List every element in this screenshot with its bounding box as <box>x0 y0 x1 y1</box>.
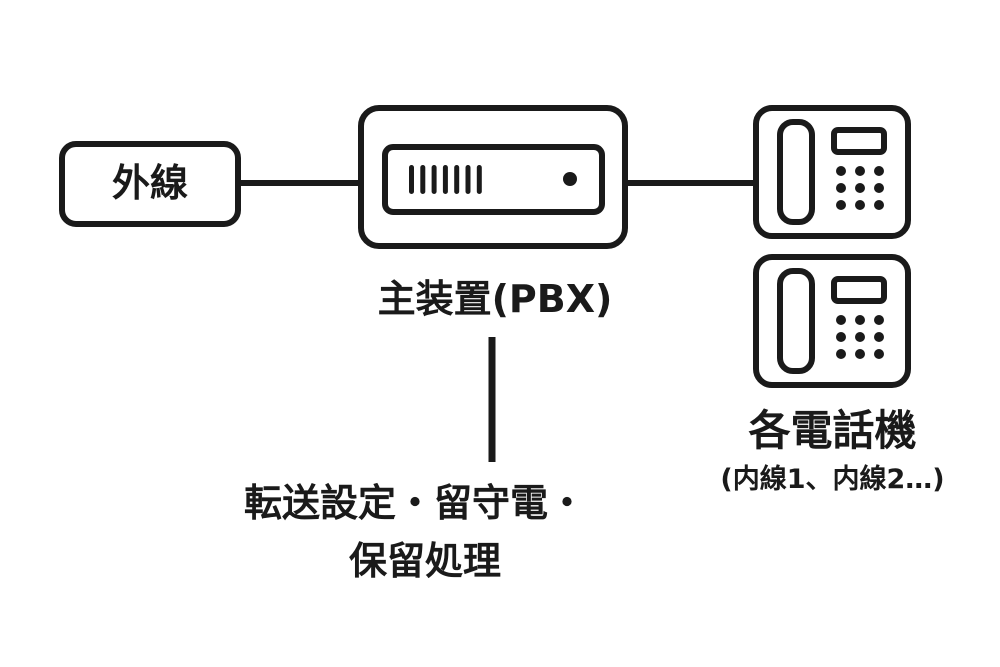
pbx-box <box>358 105 628 249</box>
keypad-dot <box>855 183 865 193</box>
keypad-dot <box>874 183 884 193</box>
keypad-dot <box>855 166 865 176</box>
pbx-power-led <box>563 172 577 186</box>
vent-slot <box>442 165 448 194</box>
keypad-dot <box>874 200 884 210</box>
keypad-dot <box>855 349 865 359</box>
keypad-dot <box>836 349 846 359</box>
pbx-vent-slots <box>409 165 482 194</box>
keypad-dot <box>874 315 884 325</box>
keypad-dot <box>836 200 846 210</box>
vent-slot <box>465 165 471 194</box>
keypad-dot <box>855 315 865 325</box>
functions-label-line1: 転送設定・留守電・ <box>243 481 586 525</box>
keypad-dot <box>855 200 865 210</box>
keypad-dot <box>836 166 846 176</box>
keypad-dot <box>836 315 846 325</box>
phone-keypads <box>836 166 884 359</box>
external-line-label: 外線 <box>111 161 188 205</box>
keypad-dot <box>855 332 865 342</box>
functions-label-line2: 保留処理 <box>348 539 501 583</box>
phone-icon-2 <box>753 254 911 388</box>
keypad-dot <box>836 332 846 342</box>
vent-slot <box>420 165 426 194</box>
keypad-dot <box>836 183 846 193</box>
keypad-dot <box>874 166 884 176</box>
keypad-dot <box>874 332 884 342</box>
pbx-label: 主装置(PBX) <box>377 277 613 321</box>
phones-label: 各電話機 <box>748 406 917 455</box>
vent-slot <box>454 165 460 194</box>
vent-slot <box>431 165 437 194</box>
vent-slot <box>409 165 414 194</box>
keypad-dot <box>874 349 884 359</box>
phones-sublabel: (内線1、内線2…) <box>720 464 945 495</box>
pbx-device-icon <box>382 144 605 215</box>
vent-slot <box>476 165 482 194</box>
phone-icon-1 <box>753 105 911 239</box>
